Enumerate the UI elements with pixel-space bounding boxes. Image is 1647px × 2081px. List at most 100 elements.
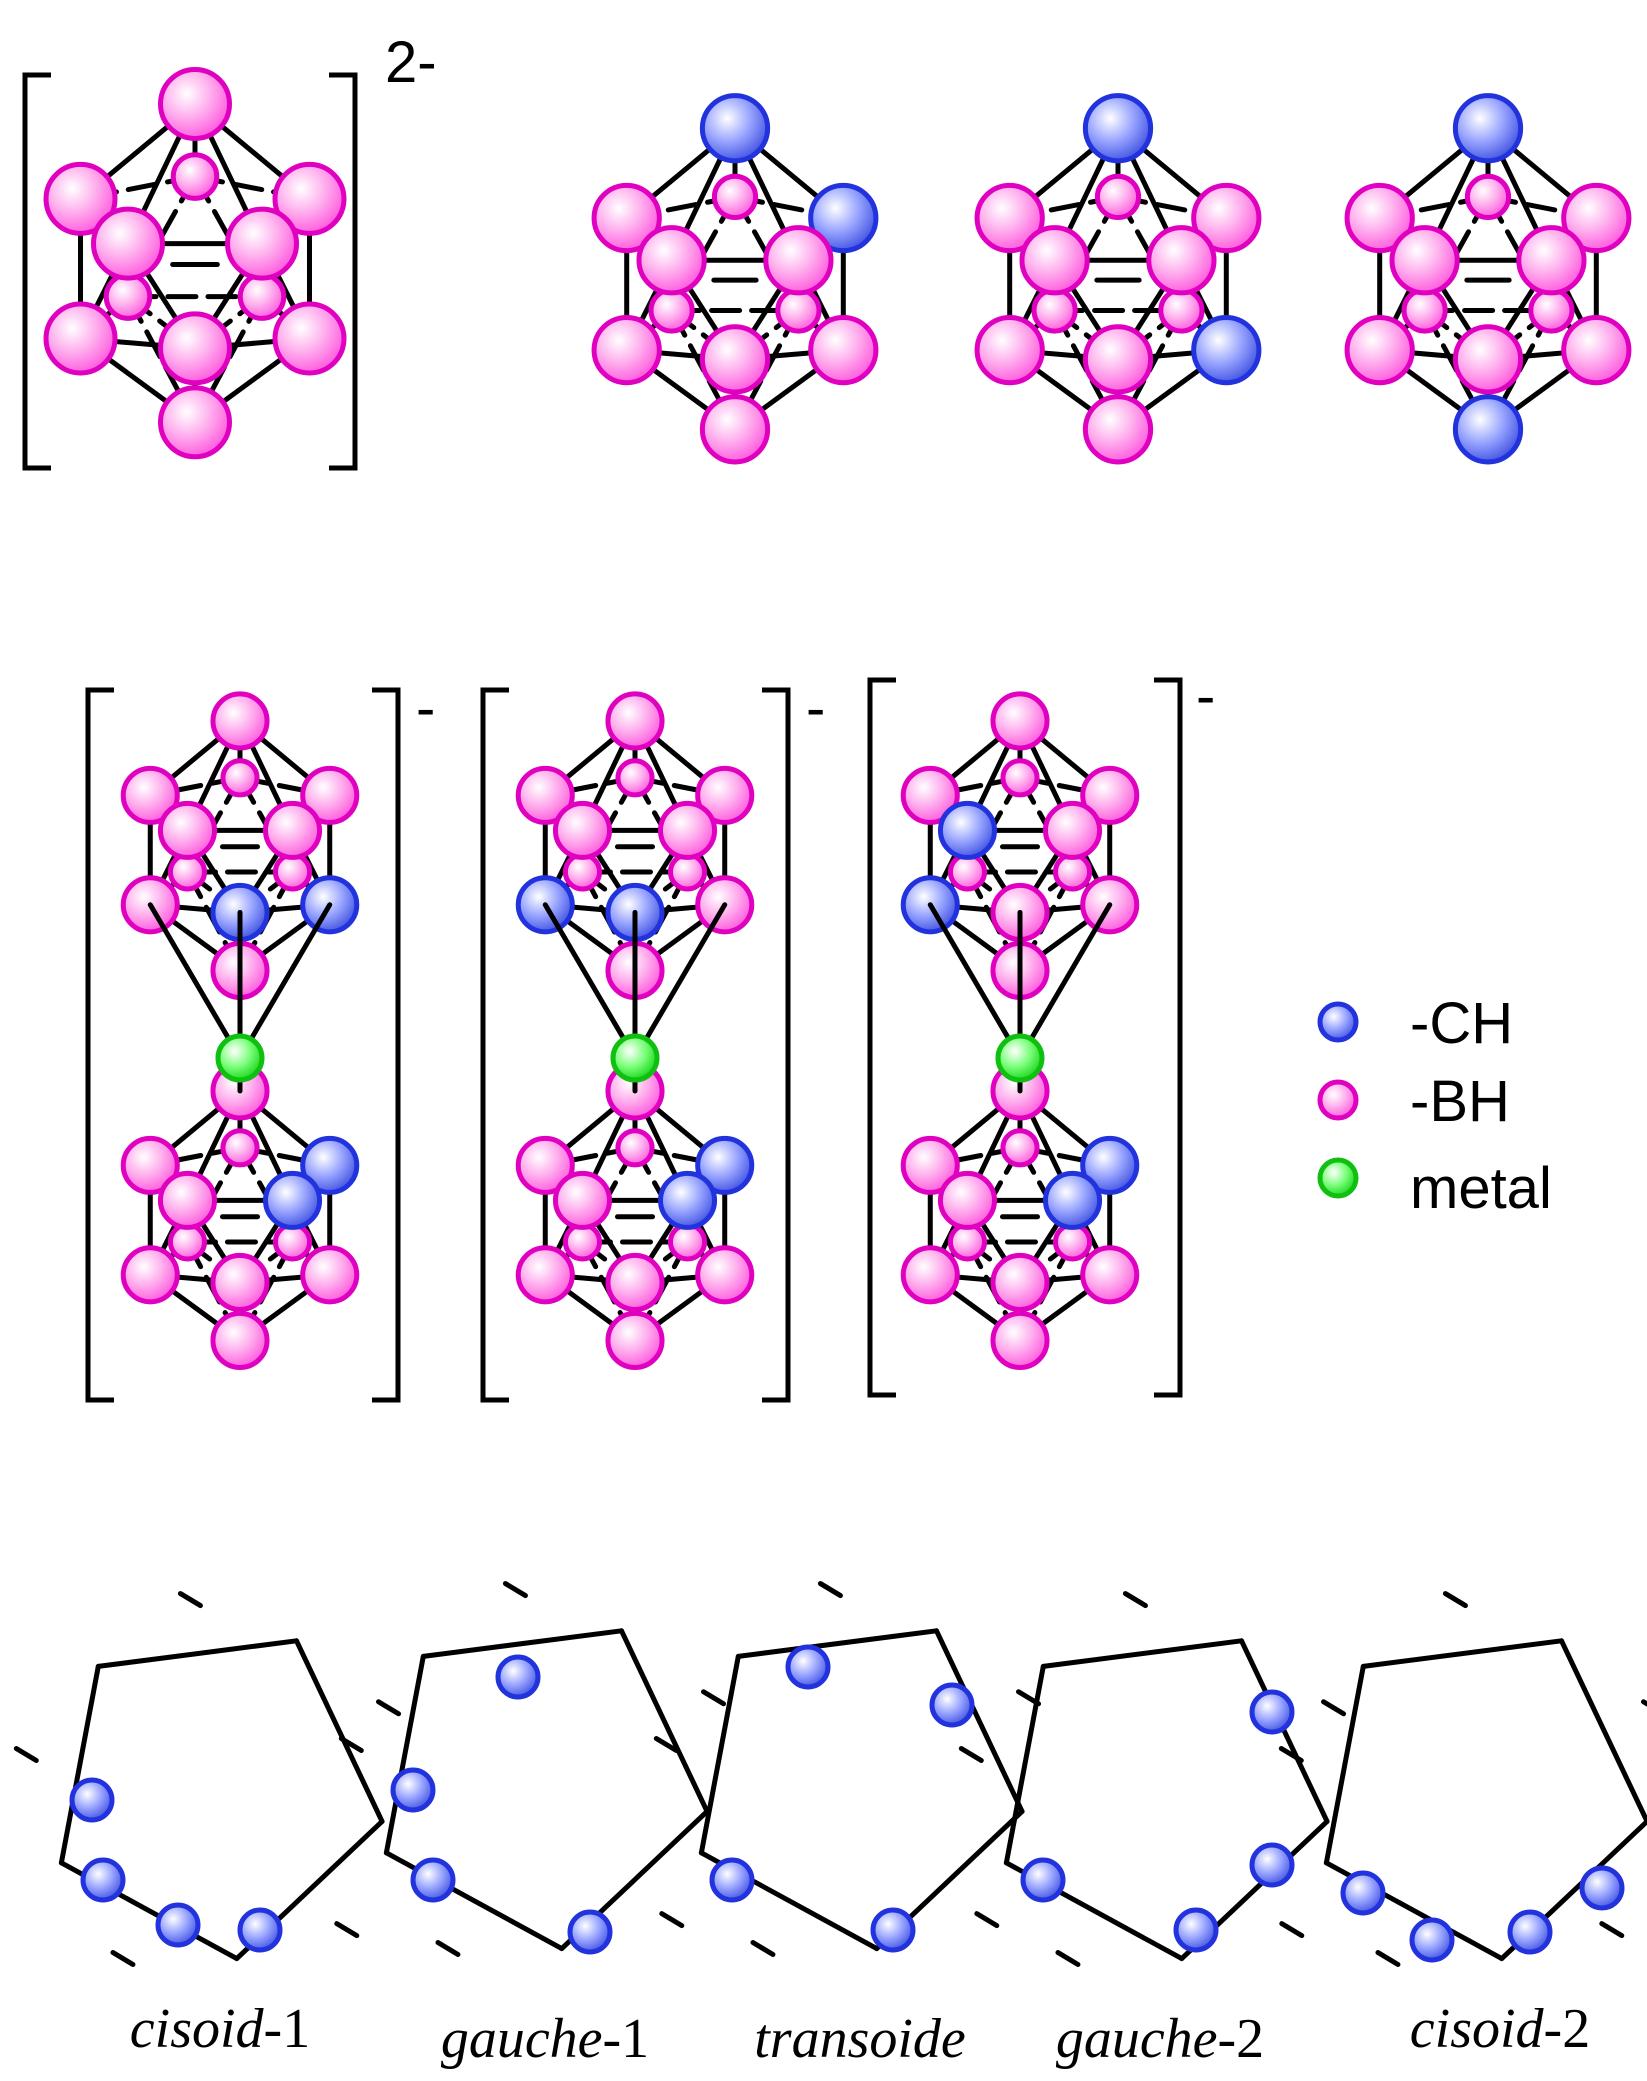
metal-atom-sphere [215, 1033, 265, 1083]
boron-atom-sphere [515, 765, 575, 825]
boron-atom-sphere [210, 691, 270, 751]
boron-atom-sphere [158, 385, 232, 460]
icosahedral-cage [120, 1061, 360, 1370]
carbon-atom-sphere [657, 1170, 718, 1230]
icosahedral-cage [515, 691, 755, 1000]
anion-charge-label-1: - [416, 676, 435, 741]
boron-atom-sphere [636, 225, 707, 296]
metal-bond [147, 902, 243, 1061]
pentagon-edge [735, 1628, 940, 1659]
back-ring-mark [1641, 1699, 1647, 1707]
boron-atom-sphere [763, 225, 834, 296]
boron-atom-sphere [120, 1135, 180, 1195]
boron-atom-sphere [562, 852, 603, 892]
dianion-charge-label: 2- [385, 30, 437, 95]
conformer-label-prefix: gauche [441, 2008, 603, 2070]
boron-atom-sphere [947, 1222, 988, 1262]
back-ring-mark [1278, 1746, 1304, 1764]
boron-atom-sphere [262, 800, 323, 860]
boron-atom-sphere [237, 272, 287, 321]
conformer-label-suffix: -2 [1218, 2008, 1265, 2070]
conformer-label-gauche-1: gauche-1 [441, 2008, 649, 2070]
back-ring-mark [1122, 1591, 1148, 1609]
carbon-atom-sphere [1042, 1170, 1103, 1230]
conformer-label-suffix: -2 [1544, 1998, 1591, 2060]
conformer-label-suffix: -1 [603, 2008, 650, 2070]
row-single-cages [22, 66, 1632, 471]
conformer-transoide [653, 1581, 1042, 1957]
carbon-atom-sphere [699, 93, 771, 164]
metal-bond [632, 902, 728, 1061]
boron-atom-sphere [272, 1222, 313, 1262]
pentagon-edge [294, 1638, 385, 1824]
boron-atom-sphere [1464, 173, 1512, 220]
boron-atom-sphere [43, 161, 118, 236]
boron-atom-sphere [667, 1222, 708, 1262]
back-ring-mark [334, 1921, 360, 1939]
metal-atom-sphere [610, 1033, 660, 1083]
boron-atom-sphere [220, 758, 260, 798]
boron-atom-sphere [974, 314, 1045, 386]
icosahedral-cage [120, 691, 360, 1000]
carbon-atom-sphere [1452, 394, 1524, 465]
carbon-atom-sphere [870, 1907, 916, 1953]
pentagon-edge [619, 1628, 710, 1814]
legend-label-ch: -CH [1410, 991, 1513, 1056]
carbon-atom-sphere [300, 1135, 360, 1195]
boron-atom-sphere [103, 272, 153, 321]
conformer-label-prefix: cisoid [130, 1998, 265, 2060]
boron-atom-sphere [1191, 182, 1262, 254]
boron-atom-sphere [1389, 225, 1460, 296]
conformer-label-gauche-2: gauche-2 [1056, 2008, 1264, 2070]
carbon-atom-sphere [1249, 1842, 1295, 1888]
boron-atom-sphere [158, 66, 232, 141]
legend-item-metal: metal [1317, 1156, 1552, 1221]
icosahedral-cage [974, 93, 1262, 465]
carbon-atom-sphere [709, 1857, 755, 1903]
pentagon-edge [383, 1850, 565, 1952]
boron-atom-sphere [1561, 182, 1632, 254]
dianion-bracket-right [329, 72, 358, 471]
conformer-label-cisoid-2: cisoid-2 [1410, 1998, 1590, 2060]
back-ring-mark [974, 1911, 1000, 1929]
boron-atom-sphere [947, 852, 988, 892]
boron-atom-sphere [157, 1170, 218, 1230]
boron-atom-sphere [272, 301, 347, 376]
boron-atom-sphere [300, 1245, 360, 1305]
carbon-atom-sphere [262, 1170, 323, 1230]
boron-atom-sphere [300, 765, 360, 825]
conformer-label-prefix: transoide [754, 2008, 966, 2070]
boron-atom-sphere [210, 1310, 270, 1370]
boron-atom-sphere [900, 1135, 960, 1195]
icosahedral-cage [1344, 93, 1632, 465]
icosahedral-cage [43, 66, 347, 460]
boron-atom-sphere [1052, 852, 1093, 892]
boron-atom-sphere [158, 311, 232, 386]
boron-atom-sphere [974, 182, 1045, 254]
boron-atom-sphere [1344, 182, 1415, 254]
boron-atom-sphere [990, 1252, 1050, 1312]
boron-atom-sphere [591, 182, 662, 254]
boron-atom-sphere [1080, 765, 1140, 825]
carbon-atom-sphere [155, 1902, 201, 1948]
boron-atom-sphere [990, 1310, 1050, 1370]
carbon-atom-sphere [1340, 1870, 1386, 1916]
boron-atom-sphere [699, 324, 771, 395]
sandwich-complex-2 [480, 687, 791, 1403]
pentagon-edge [1323, 1663, 1366, 1866]
boron-atom-sphere [272, 161, 347, 236]
back-ring-mark [701, 1689, 727, 1707]
metal-bond [1017, 902, 1113, 1061]
carbon-atom-sphere [1507, 1909, 1553, 1955]
carbon-atom-sphere [1080, 1135, 1140, 1195]
boron-atom-sphere [1082, 394, 1154, 465]
boron-atom-sphere [605, 1252, 665, 1312]
sandwich-complex-1-bracket-left [85, 687, 114, 1403]
carbon-atom-sphere [390, 1767, 436, 1813]
carbon-atom-sphere [1173, 1907, 1219, 1953]
carbon-atom-sphere [1082, 93, 1154, 164]
boron-atom-sphere [775, 287, 822, 334]
back-ring-mark [1055, 1949, 1081, 1967]
conformer-cisoid-1 [13, 1591, 402, 1967]
sandwich-complex-2-bracket-left [480, 687, 509, 1403]
